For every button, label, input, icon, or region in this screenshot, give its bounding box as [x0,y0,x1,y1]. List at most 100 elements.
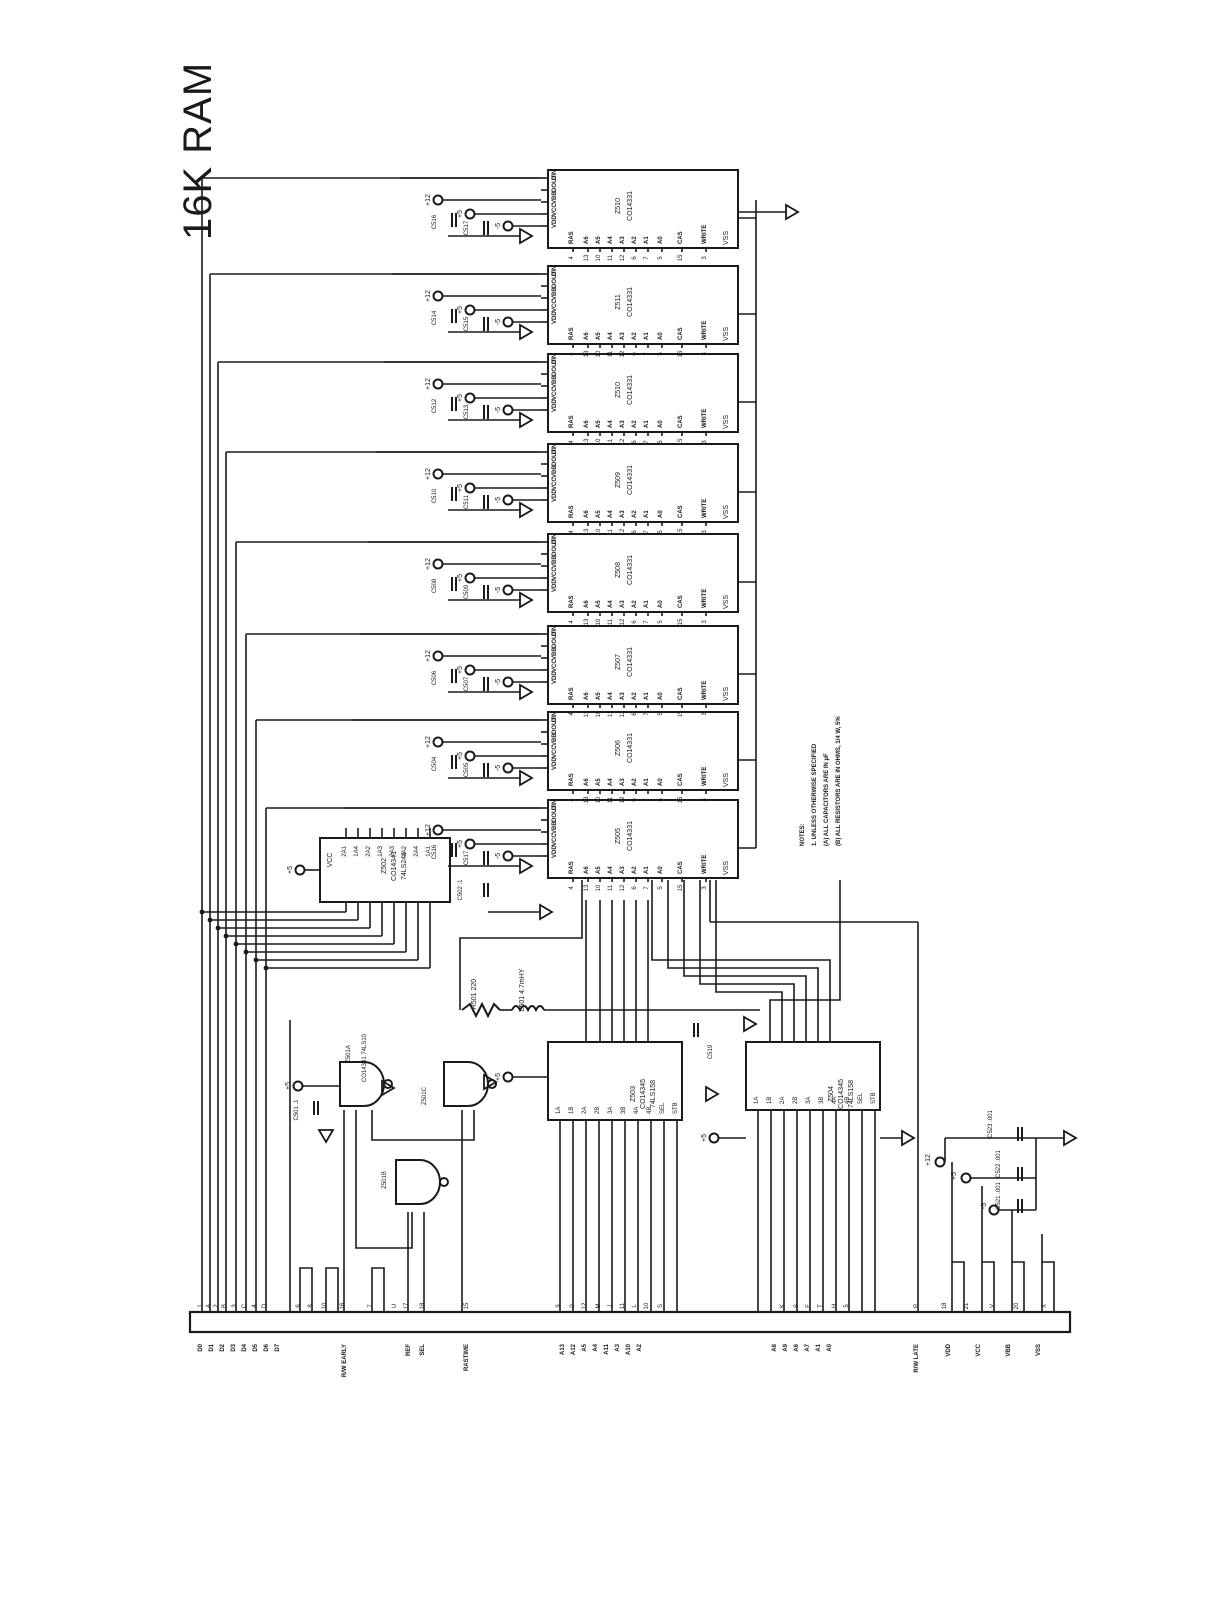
chip-pin-label: A6 [584,866,590,874]
chip-pin-label: SEL [660,1102,666,1114]
junction-dot [207,917,213,923]
edge-signal-label: R/W LATE [914,1344,920,1373]
edge-signal-label: A3 [615,1343,621,1351]
chip-pin-number: 4 [569,256,575,260]
supply-terminal [464,664,476,676]
edge-pin-number: 18 [942,1302,948,1309]
chip-part: 74LS158 [650,1080,657,1108]
cap-ref: C504 [432,756,438,771]
chip-pin-number: 4 [569,886,575,890]
chip-pin-label: A0 [658,778,664,786]
gate-ref: Z501C [422,1086,428,1105]
chip-pin-number: 11 [608,254,614,261]
edge-pin-number: 4 [252,1304,258,1308]
ground-symbol [901,1129,916,1147]
edge-pin-number: L [632,1304,638,1308]
nand-gate [395,1159,441,1205]
chip-pin-label: A2 [632,866,638,874]
chip-part: CO14331 [627,287,634,317]
chip-pin-number: 13 [584,884,590,891]
edge-pin-number: 0 [570,1304,576,1308]
chip-pin-label: A5 [596,866,602,874]
chip-pin-number: 4 [569,712,575,716]
chip-pin-label: A4 [608,778,614,786]
chip-pin-label: A2 [632,420,638,428]
supply-terminal [960,1172,972,1184]
edge-signal-label: D4 [242,1343,248,1351]
chip-ref: Z507 [615,654,622,670]
edge-signal-label: A11 [604,1343,610,1354]
chip-pin-label: CAS [678,415,684,428]
chip-pin-number: 13 [584,710,590,717]
supply-label: +5 [457,752,464,760]
chip-pin-label: A5 [596,332,602,340]
chip-ref: Z508 [615,562,622,578]
ram-chip [547,711,739,791]
chip-pin-label: A3 [620,778,626,786]
chip-pin-label: A1 [644,420,650,428]
chip-ref: Z510 [615,198,622,214]
chip-pin-label: CAS [678,505,684,518]
chip-pin-label: CAS [678,687,684,700]
chip-pin-number: 6 [632,620,638,624]
chip-pin-number: 7 [644,886,650,890]
chip-pin-label: VDD [552,489,558,502]
chip-pin-label: VCC [552,203,558,216]
power-line [952,1261,965,1312]
chip-pin-label: A5 [596,778,602,786]
chip-pin-label: A2 [632,692,638,700]
chip-pin-label: VCC [327,853,334,868]
gate-wire [355,1110,413,1249]
supply-terminal [464,838,476,850]
supply-label: -5 [495,497,502,503]
supply-label: +5 [495,1073,502,1081]
power-line [982,1261,995,1312]
chip-pin-label: A1 [644,692,650,700]
edge-signal-label: D0 [198,1343,204,1351]
chip-pin-number: 3 [702,798,708,802]
chip-pin-number: 11 [608,796,614,803]
ground-symbol [785,203,800,221]
supply-label: +12 [425,736,432,748]
supply-label: -5 [495,587,502,593]
chip-pin-label: WRITE [702,589,708,608]
chip-pin-label: CAS [678,231,684,244]
chip-pin-label: A4 [608,236,614,244]
chip-pin-label: A3 [620,866,626,874]
supply-terminal [464,392,476,404]
jumper [299,1267,313,1312]
supply-label: -5 [495,319,502,325]
chip-pin-number: 5 [658,886,664,890]
supply-label: +5 [457,840,464,848]
chip-pin-label: VCC [552,833,558,846]
chip-pin-number: 10 [596,350,602,357]
chip-pin-label: 2A3 [390,845,396,856]
chip-pin-label: STB [673,1102,679,1114]
cap-ref: C511 [464,494,470,509]
chip-pin-label: DOUT [552,631,558,648]
chip-part: CO14345 [640,1079,647,1109]
supply-terminal [502,584,514,596]
chip-pin-label: RAS [569,415,575,428]
cap-ref: C517 [464,220,470,235]
edge-signal-label: A13 [560,1343,566,1355]
edge-pin-number: M [596,1304,602,1309]
edge-signal-label: A4 [593,1343,599,1351]
chip-pin-label: CAS [678,773,684,786]
supply-label: +12 [425,194,432,206]
cap-ref: C508 [432,578,438,593]
edge-pin-number: S [794,1304,800,1308]
chip-part: CO14331 [627,821,634,851]
chip-pin-number: 7 [644,798,650,802]
cap-ref: C514 [432,310,438,325]
chip-pin-label: A6 [584,692,590,700]
chip-pin-label: DOUT [552,449,558,466]
mux-chip [547,1041,683,1121]
edge-signal-label: A7 [805,1343,811,1351]
chip-pin-number: 7 [644,530,650,534]
chip-pin-number: 3 [702,620,708,624]
cap-ref: C517 [464,850,470,865]
chip-pin-number: 6 [632,440,638,444]
chip-pin-number: 4 [569,530,575,534]
chip-pin-label: VCC [552,477,558,490]
